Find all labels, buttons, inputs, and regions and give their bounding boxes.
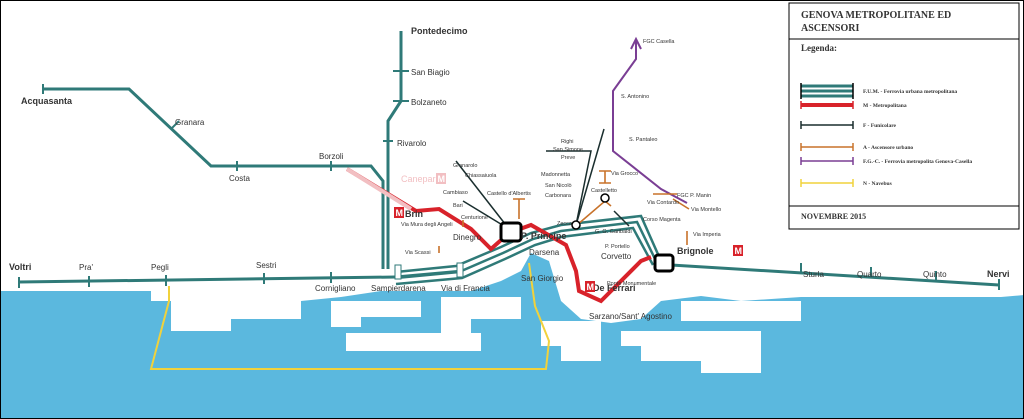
legend-item-funicolare: F - Funicolare [800,121,897,129]
station-via-contardo: Via Contardo [647,200,679,206]
station-quarto: Quarto [857,270,882,279]
station-carbonara: Carbonara [545,193,572,199]
station-sestri: Sestri [256,261,277,270]
station-preve: Preve [561,155,575,161]
legend-item-fgc: F.G.-C. - Ferrovia metropolita Genova-Ca… [800,157,972,165]
station-pontedecimo: Pontedecimo [411,26,468,36]
station-pegli: Pegli [151,263,169,272]
station-corvetto: Corvetto [601,252,632,261]
station-sampierdarena: Sampierdarena [371,284,426,293]
fgc-line [612,36,688,204]
legend-heading: Legenda: [801,43,837,53]
legend-item-label: F.G.-C. - Ferrovia metropolita Genova-Ca… [863,159,972,165]
station-via-mura-angeli: Via Mura degli Angeli [401,222,453,228]
station-acquasanta: Acquasanta [21,96,73,106]
legend-item-label: F - Funicolare [863,123,897,129]
station-costa: Costa [229,174,250,183]
station-via-grocco: Via Grocco [611,171,638,177]
station-chiassaiuola: Chiassaiuola [465,173,497,179]
station-castelletto: Castelletto [591,188,617,194]
station-borzoli: Borzoli [319,152,344,161]
station-via-scassi: Via Scassi [405,250,431,256]
station-via-di-francia: Via di Francia [441,284,490,293]
station-san-simone: San Simone [553,147,583,153]
station-dinegro: Dinegro [453,233,482,242]
legend-item-fum: F.U.M. - Ferrovia urbana metropolitana [800,83,957,99]
station-cambiaso: Cambiaso [443,190,468,196]
legend-item-label: N - Navebus [863,181,892,187]
acquasanta-line [43,87,385,269]
port-land [171,297,801,373]
legend-date: NOVEMBRE 2015 [801,212,866,221]
station-via-montello: Via Montello [691,207,721,213]
station-ponte-monumentale: Ponte Monumentale [607,281,656,287]
minor-labels: FGC Casella S. Antonino S. Pantaleo FGC … [401,39,722,287]
legend-item-ascensore: A - Ascensore urbano [800,143,913,151]
station-p-portello: P. Portello [605,244,630,250]
legend: GENOVA METROPOLITANE ED ASCENSORI Legend… [788,2,1020,230]
station-bari: Bari [453,203,463,209]
station-p-principe: P. Principe [521,231,566,241]
metro-badges: M M M M [394,173,743,292]
station-labels: Voltri Pra' Pegli Sestri Cornigliano Sam… [9,26,1010,321]
svg-text:M: M [396,208,404,218]
legend-item-label: M - Metropolitana [863,103,907,109]
legend-item-navebus: N - Navebus [800,179,892,187]
svg-text:M: M [438,174,446,184]
station-de-ferrari: De Ferrari [593,283,636,293]
legend-item-metro: M - Metropolitana [800,101,907,109]
station-centurione: Centurione [461,215,488,221]
legend-title-2: ASCENSORI [801,23,859,34]
legend-title-1: GENOVA METROPOLITANE ED [801,10,951,21]
station-ticks [18,70,1000,290]
station-cornigliano: Cornigliano [315,284,356,293]
station-darsena: Darsena [529,248,560,257]
station-voltri: Voltri [9,262,31,272]
station-san-nicolo: San Nicolò [545,183,572,189]
sea-area [1,253,1023,418]
station-brin: Brin [405,209,423,219]
station-san-giorgio: San Giorgio [521,274,564,283]
funicolare-lines [455,128,630,230]
legend-items: F.U.M. - Ferrovia urbana metropolitana M … [800,83,972,187]
metro-line [345,167,652,304]
svg-text:M: M [587,282,595,292]
station-s-pantaleo: S. Pantaleo [629,137,657,143]
ascensore-lines [438,170,690,253]
station-canepari: Canepari [401,174,438,184]
station-quinto: Quinto [923,270,947,279]
legend-item-label: A - Ascensore urbano [863,145,913,151]
station-via-imperia: Via Imperia [693,232,722,238]
station-rivarolo: Rivarolo [397,139,427,148]
station-righi: Righi [561,139,574,145]
station-sturla: Sturla [803,270,824,279]
legend-item-label: F.U.M. - Ferrovia urbana metropolitana [863,89,957,95]
station-nervi: Nervi [987,269,1010,279]
station-fgc-casella: FGC Casella [643,39,675,45]
station-corso-magenta: Corso Magenta [643,217,682,223]
metro-line-extension [345,167,413,211]
station-san-biagio: San Biagio [411,68,450,77]
station-sarzano: Sarzano/Sant' Agostino [589,312,672,321]
station-madonnetta: Madonnetta [541,172,571,178]
station-pra: Pra' [79,263,93,272]
station-granara: Granara [175,118,205,127]
station-granarolo: Granarolo [453,163,477,169]
station-markers [394,193,675,280]
station-brignole: Brignole [677,246,714,256]
svg-text:M: M [735,246,743,256]
station-bolzaneto: Bolzaneto [411,98,447,107]
station-s-antonino: S. Antonino [621,94,649,100]
station-fgc-p-manin: FGC P. Manin [677,193,711,199]
navebus-line [149,262,551,370]
station-gg-garibaldi: G. G. Garibaldi [595,229,632,235]
pontedecimo-line [386,31,403,269]
station-zecca: Zecca [557,221,573,227]
station-castello-albertis: Castello d'Albertis [487,191,531,197]
sea [1,253,1023,418]
